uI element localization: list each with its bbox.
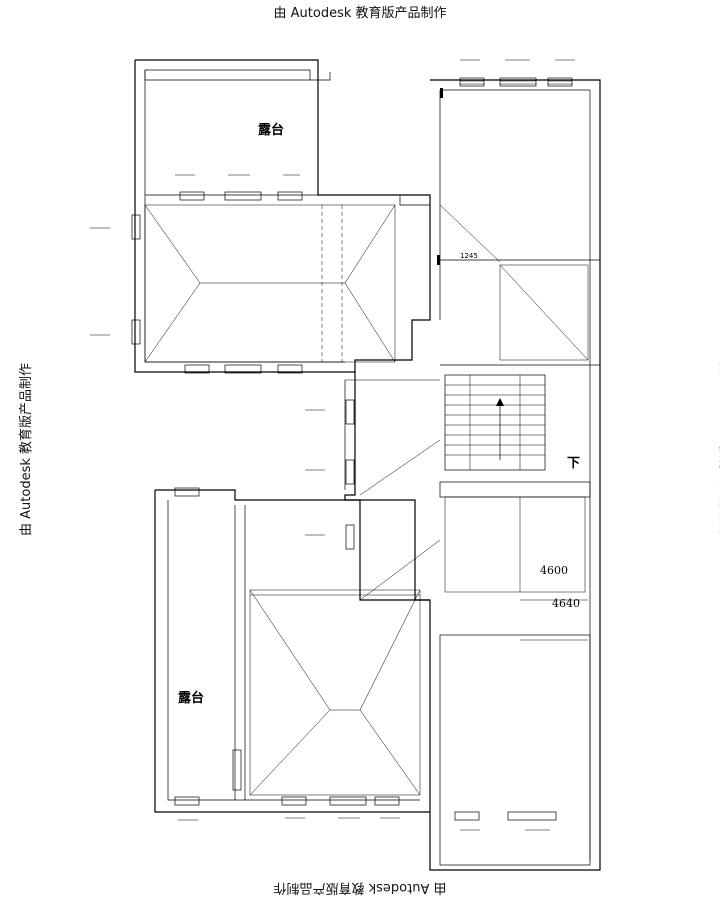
wall-marker xyxy=(437,255,440,265)
upper-roof-lines xyxy=(144,204,396,363)
stair xyxy=(444,374,546,471)
stair-label: 下 xyxy=(567,456,580,471)
right-middle-walls xyxy=(439,481,591,866)
room-label-terrace-bottom: 露台 xyxy=(178,690,204,706)
annotation-marks xyxy=(90,59,575,831)
watermark-top: 由 Autodesk 教育版产品制作 xyxy=(273,6,447,21)
level-mark-upper: 4600 xyxy=(540,564,568,577)
upper-right-walls xyxy=(429,79,601,871)
lower-roof-lines xyxy=(249,589,421,796)
windows xyxy=(131,77,573,821)
level-mark-lower: 4640 xyxy=(552,597,580,610)
center-corridor-walls xyxy=(344,372,441,601)
lower-terrace-walls xyxy=(154,489,431,813)
upper-terrace-walls xyxy=(134,59,431,373)
room-label-terrace-top: 露台 xyxy=(258,122,284,138)
dimension-label: 1245 xyxy=(460,252,478,260)
wall-marker xyxy=(440,88,443,98)
